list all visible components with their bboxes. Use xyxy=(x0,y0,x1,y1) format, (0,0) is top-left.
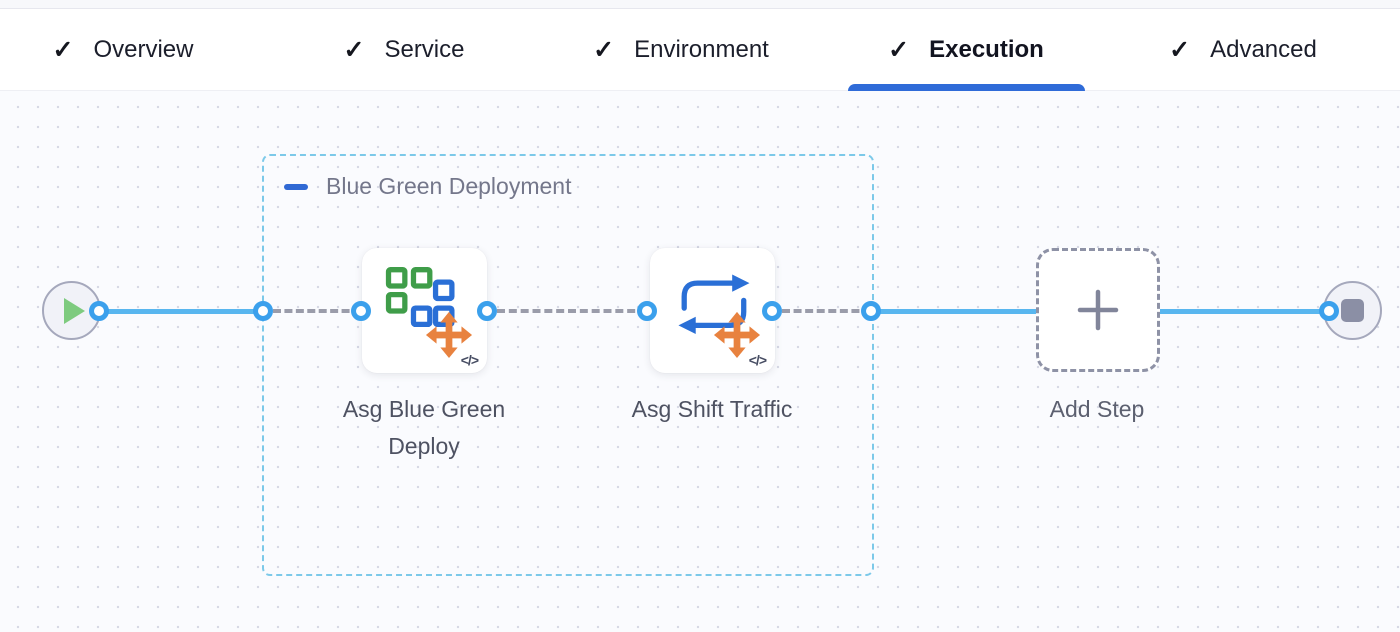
step-label-asg-blue-green-deploy: Asg Blue Green Deploy xyxy=(342,396,506,459)
check-icon: ✓ xyxy=(52,35,74,64)
active-tab-underline xyxy=(848,84,1085,91)
tab-environment-label: Environment xyxy=(634,36,769,63)
tab-overview-label: Overview xyxy=(93,36,194,63)
move-arrows-icon xyxy=(425,311,473,358)
connector-group-out[interactable] xyxy=(861,301,881,321)
move-arrows-icon xyxy=(713,311,761,358)
tab-execution-label: Execution xyxy=(929,36,1044,63)
code-icon[interactable]: </> xyxy=(748,352,767,368)
connector-step1-out[interactable] xyxy=(477,301,497,321)
asg-shift-traffic-icon xyxy=(678,274,761,358)
tab-advanced-label: Advanced xyxy=(1210,36,1317,63)
step-group-header: Blue Green Deployment xyxy=(284,173,571,200)
tab-environment[interactable]: ✓ Environment xyxy=(593,9,769,91)
tab-overview[interactable]: ✓ Overview xyxy=(53,9,194,91)
add-step-button[interactable] xyxy=(1036,248,1160,372)
tab-advanced[interactable]: ✓ Advanced xyxy=(1169,9,1317,91)
add-step-label: Add Step xyxy=(1049,396,1145,422)
check-icon: ✓ xyxy=(1169,35,1191,64)
check-icon: ✓ xyxy=(593,35,615,64)
stage-config-tab-bar: ✓ Overview ✓ Service ✓ Environment ✓ Exe… xyxy=(0,9,1400,91)
step-label-asg-shift-traffic: Asg Shift Traffic xyxy=(631,396,793,422)
connector-group-in[interactable] xyxy=(253,301,273,321)
check-icon: ✓ xyxy=(343,35,365,64)
code-icon[interactable]: </> xyxy=(460,352,479,368)
flow-line-start-to-group xyxy=(99,309,263,314)
step-group-blue-green-deployment[interactable] xyxy=(262,154,874,576)
connector-start-out[interactable] xyxy=(89,301,109,321)
play-icon xyxy=(64,297,85,324)
flow-line-step1-to-step2 xyxy=(497,309,647,313)
connector-step2-out[interactable] xyxy=(762,301,782,321)
pipeline-canvas[interactable]: Blue Green Deployment xyxy=(0,91,1400,631)
plus-icon xyxy=(1077,289,1119,331)
tab-service[interactable]: ✓ Service xyxy=(344,9,465,91)
window-top-strip xyxy=(0,0,1400,9)
tab-execution[interactable]: ✓ Execution xyxy=(888,9,1044,91)
flow-line-step2-to-group-edge xyxy=(782,309,871,313)
pipeline-start-node[interactable] xyxy=(42,281,101,340)
tab-service-label: Service xyxy=(384,36,465,63)
check-icon: ✓ xyxy=(888,35,910,64)
stop-icon xyxy=(1341,299,1364,322)
asg-blue-green-deploy-icon xyxy=(385,267,473,358)
connector-step1-in[interactable] xyxy=(351,301,371,321)
step-group-label: Blue Green Deployment xyxy=(326,173,572,199)
step-card-asg-shift-traffic[interactable]: </> xyxy=(650,248,775,373)
connector-step2-in[interactable] xyxy=(637,301,657,321)
flow-line-group-to-step1 xyxy=(273,309,361,313)
connector-end-in[interactable] xyxy=(1319,301,1339,321)
step-card-asg-blue-green-deploy[interactable]: </> xyxy=(362,248,487,373)
collapse-group-icon[interactable] xyxy=(284,183,308,190)
